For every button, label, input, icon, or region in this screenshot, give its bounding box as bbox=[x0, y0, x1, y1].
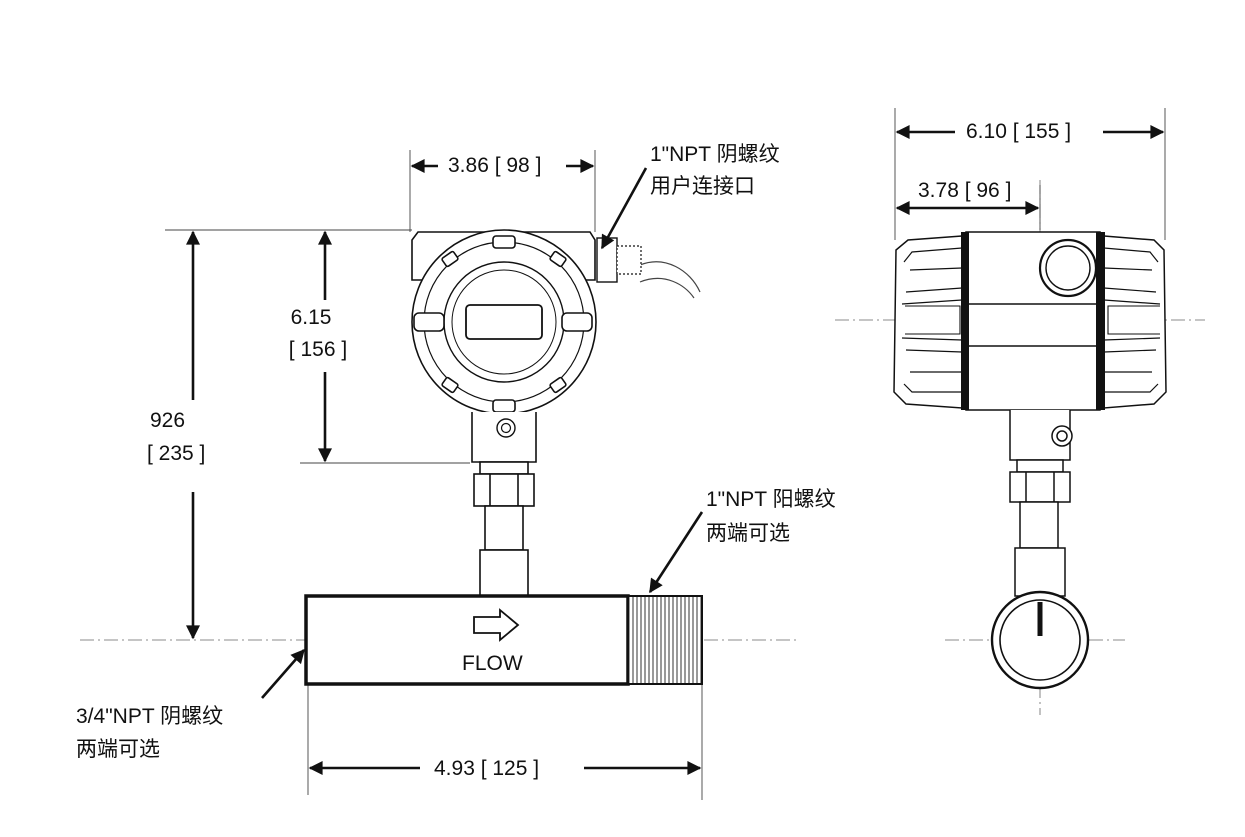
conduit-callout-line2: 用户连接口 bbox=[650, 175, 755, 198]
flow-arrow-icon bbox=[473, 608, 520, 642]
housing-height-dimension-metric: [ 156 ] bbox=[288, 338, 348, 361]
side-overall-width-dimension: 6.10 [ 155 ] bbox=[966, 120, 1072, 143]
flow-label: FLOW bbox=[462, 652, 523, 675]
conduit-callout-line1: 1"NPT 阴螺纹 bbox=[650, 143, 780, 166]
inlet-callout-line1: 3/4"NPT 阴螺纹 bbox=[76, 705, 224, 728]
front-view-body bbox=[304, 229, 703, 686]
outlet-callout-line2: 两端可选 bbox=[706, 522, 790, 545]
inlet-callout-line2: 两端可选 bbox=[76, 738, 160, 761]
front-width-dimension: 3.86 [ 98 ] bbox=[448, 154, 542, 177]
length-dimension: 4.93 [ 125 ] bbox=[434, 757, 540, 780]
overall-height-dimension-value: 926 bbox=[150, 409, 186, 432]
side-view-bands bbox=[961, 232, 1105, 410]
housing-height-dimension-value: 6.15 bbox=[290, 306, 332, 329]
overall-height-dimension-metric: [ 235 ] bbox=[147, 442, 206, 465]
side-view-body bbox=[893, 231, 1167, 690]
leader-arrow-icon bbox=[261, 167, 704, 699]
dimension-arrow-icon bbox=[186, 125, 1165, 775]
side-half-width-dimension: 3.78 [ 96 ] bbox=[918, 179, 1012, 202]
extension-lines bbox=[165, 108, 1166, 800]
outlet-callout-line1: 1"NPT 阳螺纹 bbox=[706, 488, 836, 511]
